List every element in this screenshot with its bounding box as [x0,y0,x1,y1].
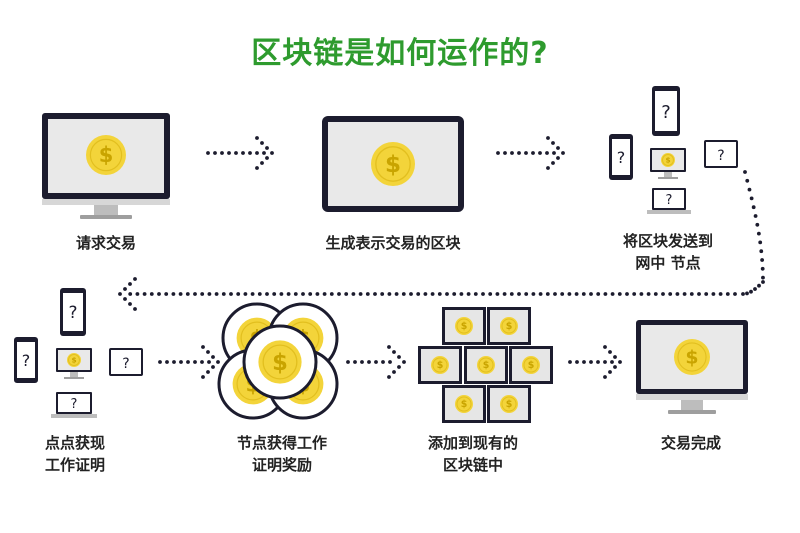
block-icon: $ [509,346,553,384]
dollar-coin-icon: $ [67,353,81,367]
step-label-complete: 交易完成 [660,434,721,452]
dollar-coin-icon: $ [455,317,473,335]
step-label-request: 请求交易 [75,234,136,252]
svg-text:$: $ [506,321,513,332]
arrow-4-icon [158,345,220,379]
arrow-6-icon [568,345,622,379]
dollar-coin-icon: $ [258,340,302,384]
step-label-validate: 点点获现 工作证明 [44,434,105,474]
block-icon: $ [442,385,486,423]
block-icon: $ [442,307,486,345]
svg-text:$: $ [461,321,468,332]
block-icon: $ [418,346,462,384]
svg-text:$: $ [528,360,535,371]
svg-text:$: $ [506,399,513,410]
svg-text:$: $ [272,350,288,376]
complete-monitor-icon: $ [636,320,748,414]
network-devices-icon: ? ? $ ? ? [609,86,738,214]
validating-devices-icon: ? ? $ ? ? [14,288,143,418]
question-mark-icon: ? [717,148,724,164]
blockchain-blocks-icon: $ $ $ $ $ $ $ [418,307,553,423]
svg-text:$: $ [685,346,698,368]
dollar-coin-icon: $ [661,153,675,167]
dollar-coin-icon: $ [522,356,540,374]
request-monitor-icon: $ [42,113,170,219]
block-tablet-icon: $ [322,116,464,212]
svg-text:$: $ [483,360,490,371]
dollar-coin-icon: $ [500,395,518,413]
step-label-add-chain: 添加到现有的 区块链中 [427,434,518,474]
block-icon: $ [487,307,531,345]
question-mark-icon: ? [617,148,626,167]
block-icon: $ [487,385,531,423]
step-label-create-block: 生成表示交易的区块 [325,234,461,252]
arrow-1-icon [206,136,274,170]
dollar-coin-icon: $ [455,395,473,413]
arrow-2-icon [496,136,565,170]
page-title: 区块链是如何运作的? [251,36,549,71]
svg-text:$: $ [99,143,114,167]
dollar-coin-icon: $ [371,142,415,186]
svg-text:$: $ [437,360,444,371]
svg-text:$: $ [665,156,670,165]
dollar-coin-icon: $ [431,356,449,374]
step-label-reward: 节点获得工作 证明奖励 [236,434,327,474]
block-icon: $ [464,346,508,384]
question-mark-icon: ? [71,397,78,412]
question-mark-icon: ? [68,303,77,323]
dollar-coin-icon: $ [674,339,710,375]
svg-text:$: $ [461,399,468,410]
question-mark-icon: ? [661,102,671,123]
question-mark-icon: ? [122,356,129,372]
dollar-coin-icon: $ [500,317,518,335]
dollar-coin-icon: $ [477,356,495,374]
question-mark-icon: ? [22,351,31,370]
return-connector-icon [118,170,765,311]
arrow-5-icon [346,345,406,379]
step-label-broadcast: 将区块发送到 网中 节点 [622,232,713,272]
reward-coins-icon: $ $ $ $ $ [217,302,339,420]
svg-text:$: $ [71,356,76,365]
svg-text:$: $ [385,152,401,178]
dollar-coin-icon: $ [86,135,126,175]
question-mark-icon: ? [666,193,673,208]
